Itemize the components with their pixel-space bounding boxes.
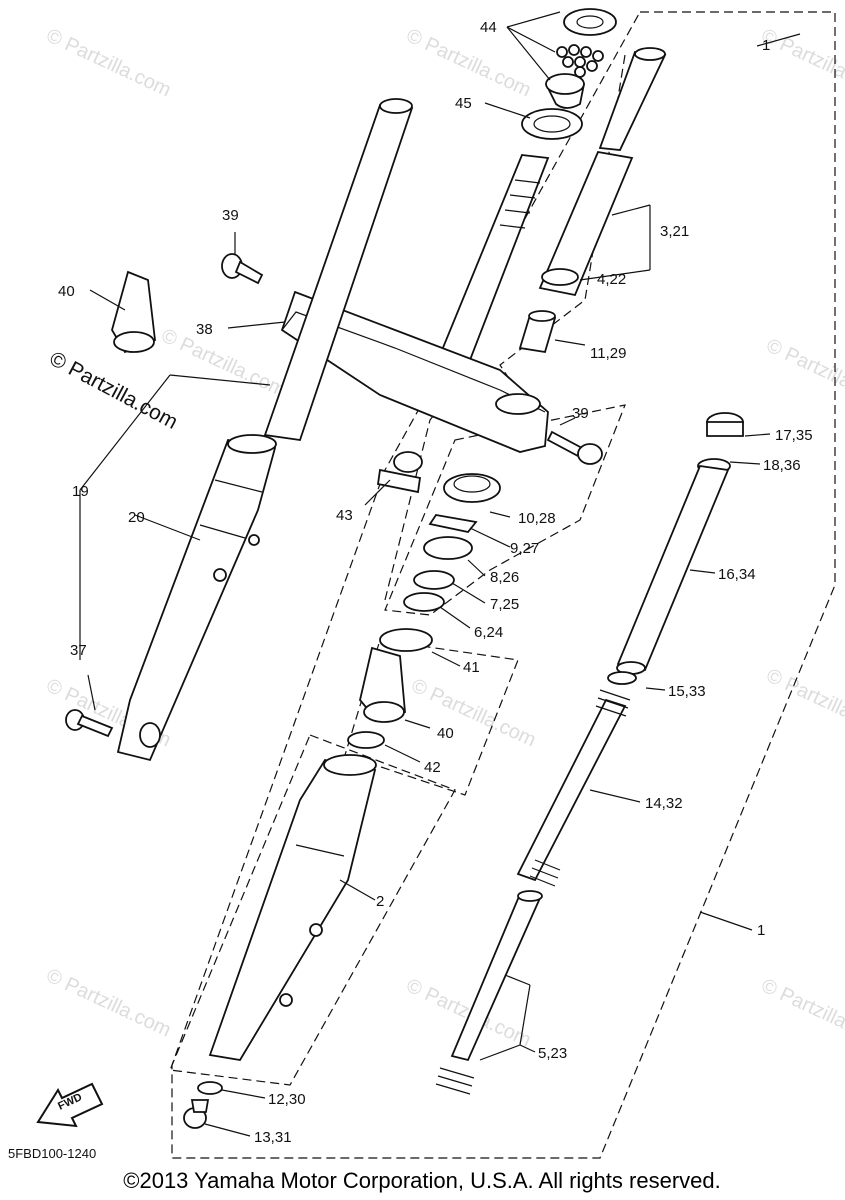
callout-19: 19	[72, 483, 89, 500]
watermark-text: © Partzilla.com	[158, 325, 289, 402]
bearing-assembly	[521, 8, 617, 140]
bolts	[65, 253, 603, 1129]
callout-7-25: 7,25	[490, 596, 519, 613]
callout-5-23: 5,23	[538, 1045, 567, 1062]
callout-2: 2	[376, 893, 384, 910]
damper-rod	[435, 890, 543, 1095]
callout-42: 42	[424, 759, 441, 776]
callout-9-27: 9,27	[510, 540, 539, 557]
outer-assembly-boundary	[171, 11, 836, 1159]
watermark-text: © Partzilla.com	[43, 965, 174, 1042]
callout-18-36: 18,36	[763, 457, 801, 474]
upper-tube-assembly	[518, 47, 667, 354]
fork-seal-stack	[403, 473, 501, 612]
fork-spring	[516, 689, 631, 887]
bearing-balls	[556, 44, 604, 78]
callout-39-left: 39	[222, 207, 239, 224]
right-inner-tube-assembly	[607, 412, 744, 685]
watermark-text: © Partzilla.com	[408, 675, 539, 752]
callout-40-mid: 40	[437, 725, 454, 742]
watermark-text: © Partzilla.com	[758, 975, 845, 1052]
copyright-notice: ©2013 Yamaha Motor Corporation, U.S.A. A…	[123, 1168, 720, 1193]
callout-3-21: 3,21	[660, 223, 689, 240]
callout-6-24: 6,24	[474, 624, 503, 641]
callout-20: 20	[128, 509, 145, 526]
watermark-text: © Partzilla.com	[758, 25, 845, 102]
washer	[197, 1081, 223, 1095]
callout-16-34: 16,34	[718, 566, 756, 583]
callout-17-35: 17,35	[775, 427, 813, 444]
fwd-arrow-icon: FWD	[36, 1082, 104, 1128]
callout-45: 45	[455, 95, 472, 112]
right-outer-tube	[208, 754, 377, 1061]
callout-1-top: 1	[762, 37, 770, 54]
callout-1-bottom: 1	[757, 922, 765, 939]
outer-tube-group-boundary	[169, 734, 456, 1086]
callout-38: 38	[196, 321, 213, 338]
callout-4-22: 4,22	[597, 271, 626, 288]
leader-lines	[79, 11, 801, 1137]
tube-group-boundary	[344, 639, 519, 796]
callout-15-33: 15,33	[668, 683, 706, 700]
seal-parts	[111, 270, 433, 749]
callout-41: 41	[463, 659, 480, 676]
callout-44: 44	[480, 19, 497, 36]
bushing-group-boundary	[384, 404, 626, 616]
callout-14-32: 14,32	[645, 795, 683, 812]
callout-8-26: 8,26	[490, 569, 519, 586]
under-bracket	[280, 290, 549, 453]
partzilla-brand-mark: © Partzilla.com	[46, 347, 182, 434]
callout-40-top: 40	[58, 283, 75, 300]
callout-11-29: 11,29	[590, 345, 626, 362]
callout-labels: 44 45 1 3,21 4,22 11,29 39 40 38 39 17,3…	[58, 19, 813, 1146]
callout-10-28: 10,28	[518, 510, 556, 527]
callout-12-30: 12,30	[268, 1091, 306, 1108]
callout-43: 43	[336, 507, 353, 524]
diagram-code: 5FBD100-1240	[8, 1146, 96, 1161]
callout-37: 37	[70, 642, 87, 659]
callout-39-right: 39	[572, 405, 589, 422]
watermark-text: © Partzilla.com	[43, 25, 174, 102]
callout-13-31: 13,31	[254, 1129, 292, 1146]
left-outer-tube	[116, 434, 277, 762]
watermark-text: © Partzilla.com	[763, 335, 845, 412]
left-inner-tube	[263, 98, 414, 441]
